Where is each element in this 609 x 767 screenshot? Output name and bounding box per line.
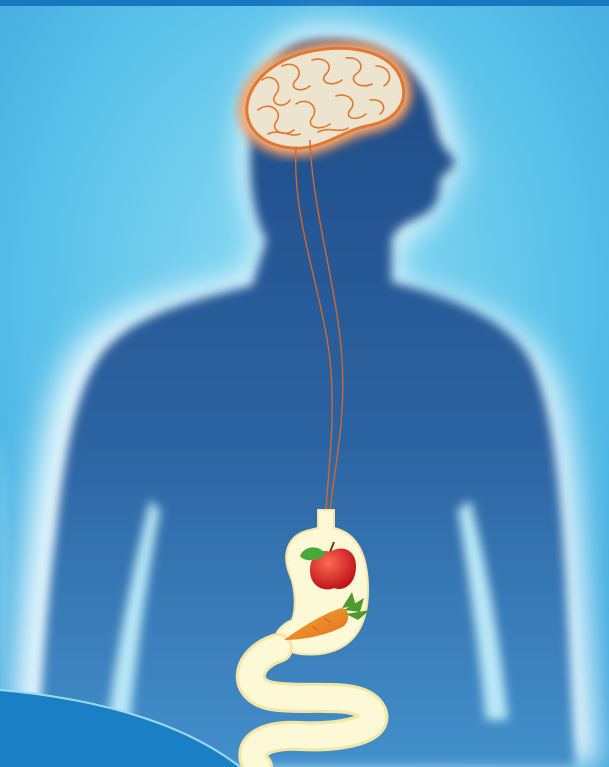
top-strip [0, 0, 609, 6]
